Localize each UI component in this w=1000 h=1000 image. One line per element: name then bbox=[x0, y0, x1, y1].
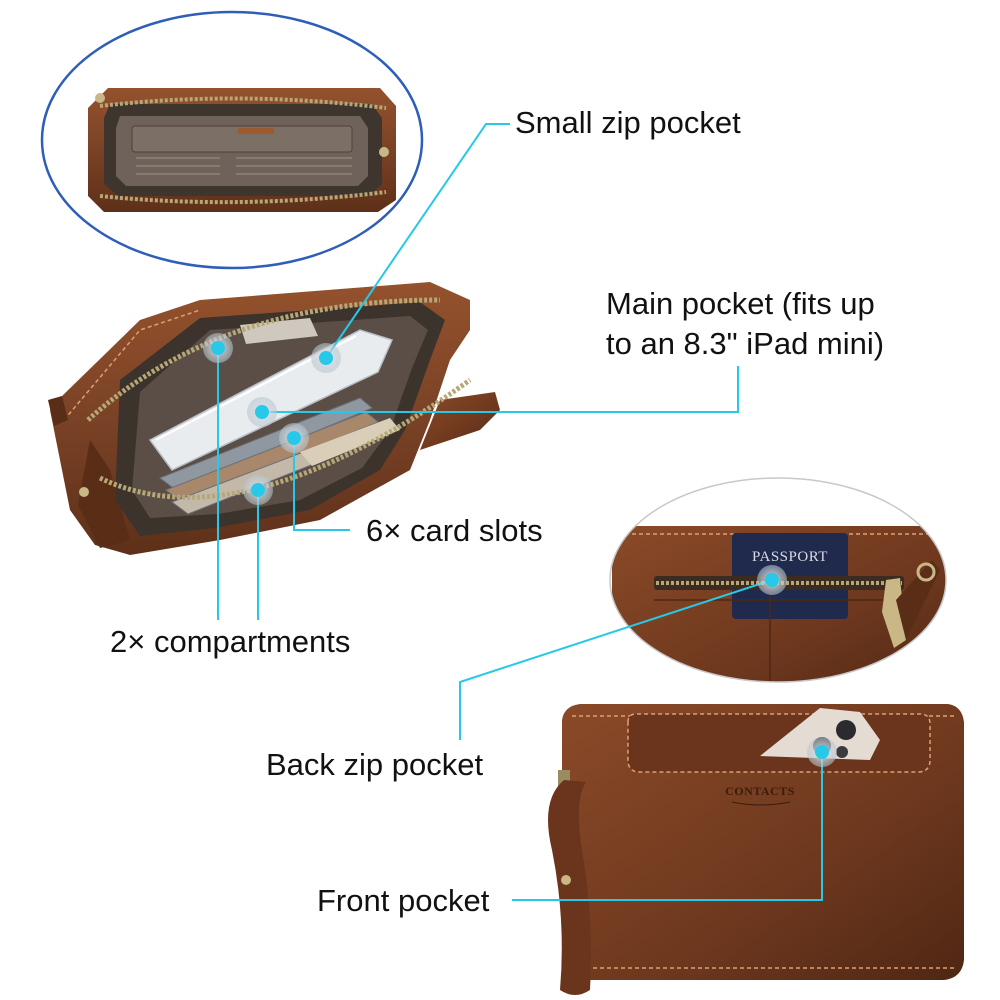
leader-front-pocket bbox=[512, 752, 823, 901]
label-front-pocket: Front pocket bbox=[317, 883, 490, 918]
leader-back-zip-pocket bbox=[459, 579, 773, 740]
label-main-pocket-line2: to an 8.3" iPad mini) bbox=[606, 326, 885, 361]
top-view-inset bbox=[42, 12, 422, 268]
label-small-zip-pocket: Small zip pocket bbox=[515, 105, 741, 140]
callout-dots bbox=[203, 333, 837, 767]
dot-compartment-right bbox=[243, 475, 273, 505]
leader-lines bbox=[217, 123, 823, 901]
dot-main-pocket bbox=[247, 397, 277, 427]
leader-main-pocket bbox=[262, 366, 739, 413]
dot-compartment-left bbox=[203, 333, 233, 363]
back-inset-frame bbox=[609, 477, 947, 683]
leader-small-zip-pocket bbox=[325, 123, 510, 359]
top-inset-frame bbox=[40, 10, 424, 270]
label-compartments: 2× compartments bbox=[110, 624, 351, 659]
back-view-inset: PASSPORT bbox=[610, 478, 946, 682]
label-back-zip-pocket: Back zip pocket bbox=[266, 747, 484, 782]
dot-card-slots bbox=[279, 423, 309, 453]
front-view-photo: CONTACTS bbox=[548, 704, 964, 995]
label-main-pocket-line1: Main pocket (fits up bbox=[606, 286, 875, 321]
leader-card-slots bbox=[293, 438, 350, 531]
label-card-slots: 6× card slots bbox=[366, 513, 543, 548]
dot-front-pocket bbox=[807, 737, 837, 767]
passport-text: PASSPORT bbox=[752, 549, 828, 565]
label-main-pocket: Main pocket (fits up to an 8.3" iPad min… bbox=[606, 284, 884, 364]
dot-small-zip-pocket bbox=[311, 343, 341, 373]
brand-logo-text: CONTACTS bbox=[725, 784, 795, 798]
dot-back-zip-pocket bbox=[757, 565, 787, 595]
